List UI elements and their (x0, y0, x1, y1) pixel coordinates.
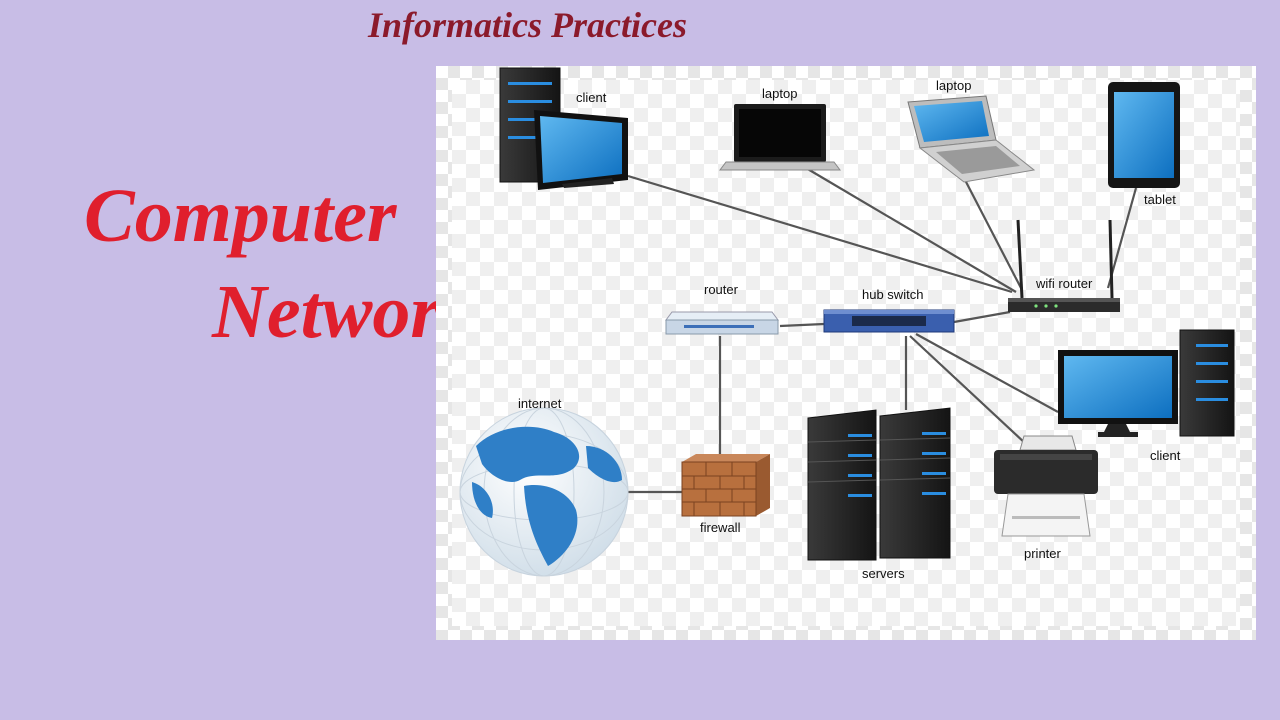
client-right-computer (1058, 329, 1235, 437)
diagram-labels: client laptop laptop tablet wifi router … (518, 78, 1181, 581)
label-laptop-2: laptop (936, 78, 971, 93)
laptop-2 (907, 95, 1036, 183)
cable-router-switch (779, 322, 825, 328)
label-hub-switch: hub switch (862, 287, 923, 302)
servers-rack-icon (807, 407, 951, 561)
label-client-top: client (576, 90, 607, 105)
main-title-line-2: Network (212, 270, 478, 354)
cable-switch-wifi (953, 310, 1011, 324)
label-laptop-1: laptop (762, 86, 797, 101)
label-wifi-router: wifi router (1035, 276, 1093, 291)
firewall-brick-icon (681, 454, 770, 517)
cable-laptop-2 (963, 177, 1023, 291)
client-top-computer (499, 67, 628, 190)
cable-client-top (627, 174, 1013, 294)
cable-switch-client (915, 333, 1059, 413)
label-printer: printer (1024, 546, 1062, 561)
label-tablet: tablet (1144, 192, 1176, 207)
label-router: router (704, 282, 739, 297)
wifi-router-device (1008, 219, 1120, 312)
printer-icon (994, 435, 1098, 537)
tablet-device (1108, 82, 1180, 188)
page-header-title: Informatics Practices (368, 5, 687, 45)
cable-laptop-1 (805, 167, 1017, 293)
label-client-right: client (1150, 448, 1181, 463)
router-device (665, 311, 779, 335)
label-internet: internet (518, 396, 562, 411)
cable-switch-printer (909, 335, 1027, 445)
laptop-1 (719, 104, 841, 171)
label-servers: servers (862, 566, 905, 581)
diagram-panel: client laptop laptop tablet wifi router … (436, 66, 1256, 640)
internet-globe-icon (459, 407, 629, 577)
hub-switch-device (823, 309, 955, 333)
main-title-line-1: Computer (84, 174, 397, 258)
network-diagram: client laptop laptop tablet wifi router … (459, 67, 1235, 581)
label-firewall: firewall (700, 520, 741, 535)
